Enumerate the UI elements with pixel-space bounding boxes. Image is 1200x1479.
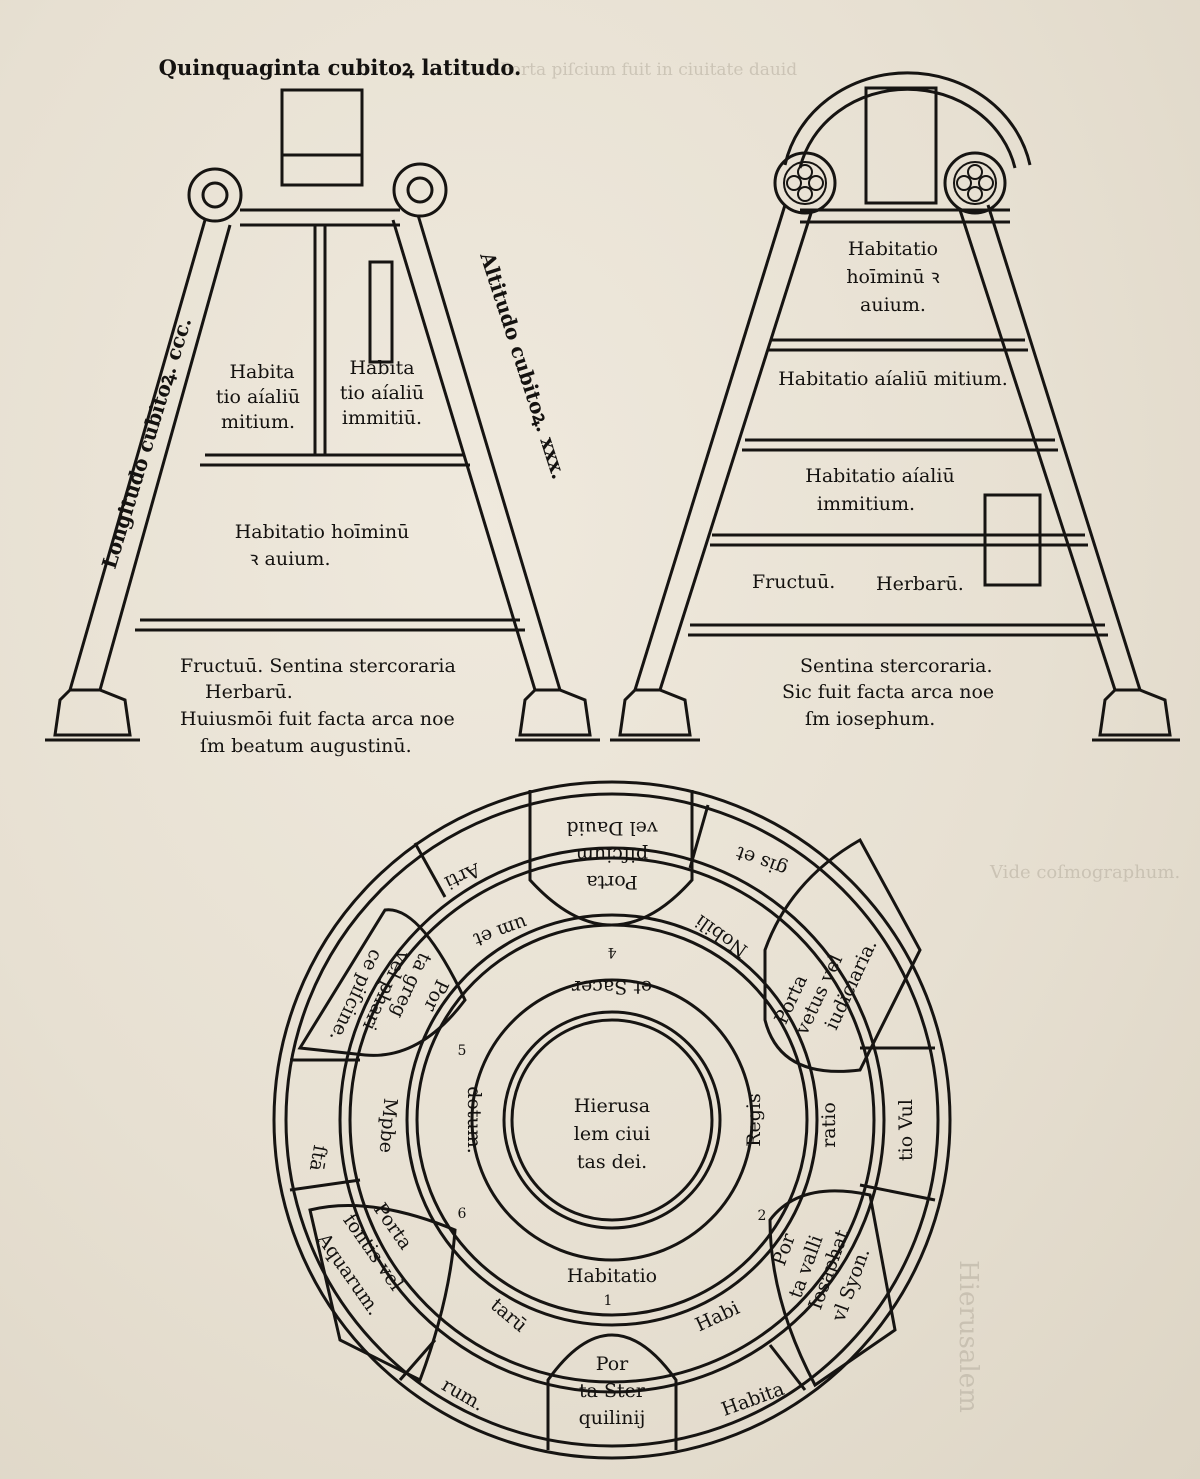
left-ark-upper-left-cell: Habita tio aíaliū mitium. [216, 361, 300, 433]
bleed-line-1: Porta piſcium fuit in ciuitate dauid [500, 60, 797, 80]
middle-ring-label: ſtā [305, 1143, 331, 1172]
left-ark-right-leg [391, 162, 600, 742]
ring-numerals: 4 5 2 1 6 [458, 944, 767, 1309]
inner-ring-label: et Sacer [571, 976, 652, 998]
gate-bottom: Por ta Ster quilinij [579, 1353, 646, 1429]
bleed-line-3: Hierusalem [953, 1260, 983, 1413]
tier-line: Habitatio [848, 238, 938, 260]
right-ark-bottom-caption: Sentina stercoraria. Sic fuit facta arca… [782, 655, 994, 730]
gate-left-upper: Por ta greg vel phari ce piſcine. [325, 946, 453, 1045]
middle-ring-label: tarū [486, 1294, 531, 1337]
left-ark-length-label: Longitudo cubitoꝝ. ccc. [97, 314, 196, 571]
gate-line: vel Dauid [566, 817, 658, 839]
right-ark-rosette-left [773, 151, 837, 215]
inner-ring-label: dotum. [463, 1086, 485, 1154]
tier-line: Habitatio aíaliū [805, 465, 954, 487]
left-ark-middle-cell: Habitatio hoīminū ꝛ auium. [235, 521, 410, 570]
cell-line: Habitatio hoīminū [235, 521, 410, 543]
show-through-text: Porta piſcium fuit in ciuitate dauid Vid… [500, 60, 1180, 1413]
right-ark-arch [783, 71, 1032, 224]
right-ark-decks [688, 338, 1108, 637]
numeral: 5 [458, 1043, 467, 1059]
center-line: Hierusa [574, 1095, 650, 1117]
left-ark-top-caption: Quinquaginta cubitoꝝ latitudo. [159, 55, 522, 80]
center-line: tas dei. [577, 1151, 647, 1173]
numeral: 2 [758, 1208, 767, 1224]
caption-line: Sic fuit facta arca noe [782, 681, 994, 703]
middle-ring-label: um et [470, 911, 530, 951]
city-rings [272, 780, 952, 1460]
gate-line: ta Ster [579, 1380, 646, 1402]
left-ark-diagram: Quinquaginta cubitoꝝ latitudo. Longitudo… [45, 55, 600, 757]
middle-ring-label: Mpbe [375, 1097, 402, 1154]
right-ark-rosette-right [943, 151, 1007, 215]
city-gates [297, 790, 922, 1450]
cell-line: mitium. [221, 411, 295, 433]
gate-line: quilinij [579, 1407, 646, 1429]
left-ark-bottom-caption: Fructuū. Sentina stercoraria Herbarū. Hu… [180, 655, 456, 757]
cell-line: Habita [349, 357, 414, 379]
caption-line: Fructuū. Sentina stercoraria [180, 655, 456, 677]
cell-line: tio aíaliū [340, 382, 424, 404]
bleed-line-2: Vide coſmographum. [989, 862, 1180, 883]
cell-line: tio aíaliū [216, 386, 300, 408]
gate-line: piſcium [576, 844, 648, 866]
right-ark-herbarum: Herbarū. [876, 573, 964, 595]
left-ark-left-leg [45, 167, 243, 742]
cell-line: ꝛ auium. [250, 548, 331, 570]
outer-ring-label: gis et [733, 841, 791, 880]
tier-line: hoīminū ꝛ [846, 266, 939, 288]
left-ark-height-label: Altitudo cubitoꝝ. xxx. [475, 248, 571, 482]
numeral: 4 [607, 944, 616, 960]
cell-line: Habita [229, 361, 294, 383]
caption-line: ſm iosephum. [805, 708, 935, 730]
jerusalem-city-map: Hierusa lem ciui tas dei. et Sacer dotum… [272, 780, 952, 1460]
caption-line: ſm beatum augustinū. [200, 735, 412, 757]
middle-ring-label: Habi [692, 1297, 743, 1336]
right-ark-diagram: Habitatio hoīminū ꝛ auium. Habitatio aía… [610, 71, 1180, 742]
numeral: 6 [458, 1206, 467, 1222]
gate-line: Por [596, 1353, 629, 1375]
city-inner-ring: et Sacer dotum. Regis Habitatio [463, 976, 765, 1287]
tier-line: auium. [860, 294, 926, 316]
inner-ring-label: Regis [743, 1093, 765, 1147]
inner-ring-label: Habitatio [567, 1265, 657, 1287]
caption-line: Herbarū. [205, 681, 293, 703]
center-line: lem ciui [574, 1123, 650, 1145]
right-ark-tier3: Habitatio aíaliū immitium. [805, 465, 954, 515]
gate-top: Porta piſcium vel Dauid [566, 817, 658, 893]
caption-line: Sentina stercoraria. [800, 655, 993, 677]
outer-ring-label: tio Vul [895, 1099, 917, 1161]
cell-line: immitiū. [342, 407, 422, 429]
right-ark-tier2: Habitatio aíaliū mitium. [778, 368, 1008, 390]
left-ark-upper-right-cell: Habita tio aíaliū immitiū. [340, 357, 424, 429]
numeral: 1 [604, 1293, 613, 1309]
caption-line: Huiusmōi fuit facta arca noe [180, 708, 455, 730]
gate-line: Porta [586, 871, 638, 893]
middle-ring-label: ratio [818, 1102, 840, 1148]
outer-ring-label: Arti [441, 858, 484, 894]
tier-line: immitium. [817, 493, 915, 515]
left-ark-top-frame [135, 88, 525, 632]
right-ark-fructuum: Fructuū. [752, 571, 835, 593]
right-ark-tier1: Habitatio hoīminū ꝛ auium. [846, 238, 939, 316]
city-center: Hierusa lem ciui tas dei. [574, 1095, 650, 1173]
